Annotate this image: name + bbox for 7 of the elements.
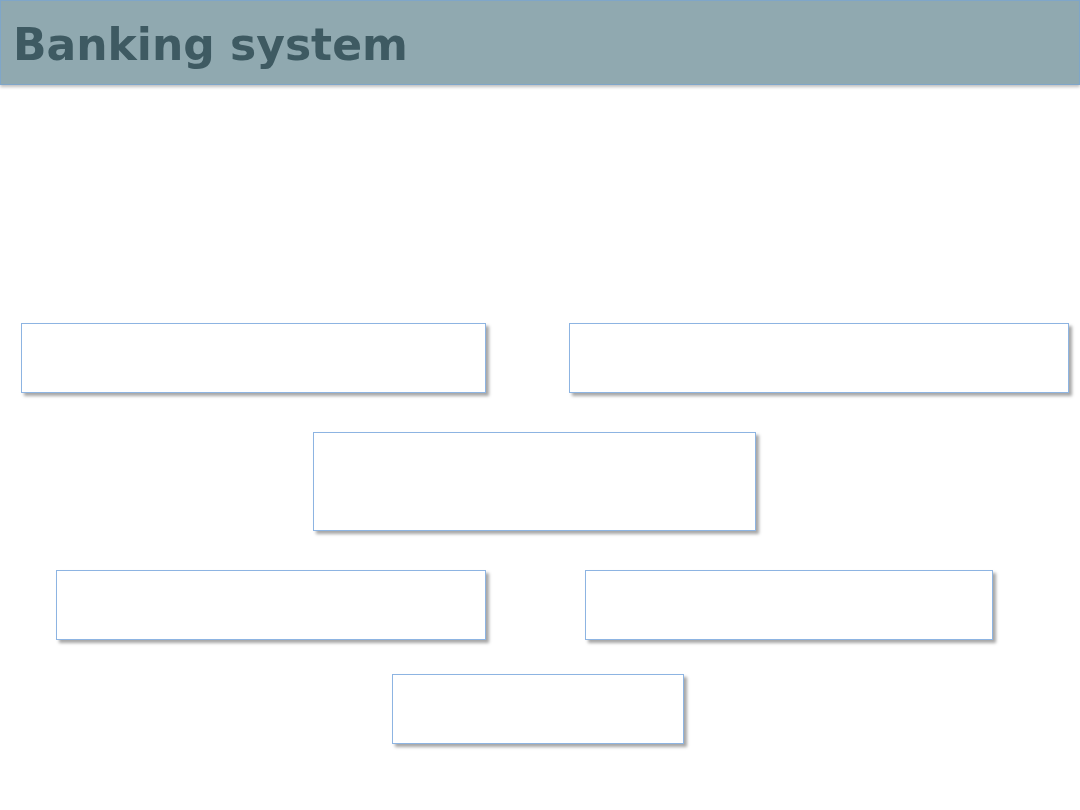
empty-box	[313, 432, 756, 531]
empty-box	[392, 674, 684, 744]
empty-box	[56, 570, 486, 640]
empty-box	[569, 323, 1069, 393]
empty-box	[585, 570, 993, 640]
slide-title: Banking system	[13, 19, 408, 70]
empty-box	[21, 323, 486, 393]
